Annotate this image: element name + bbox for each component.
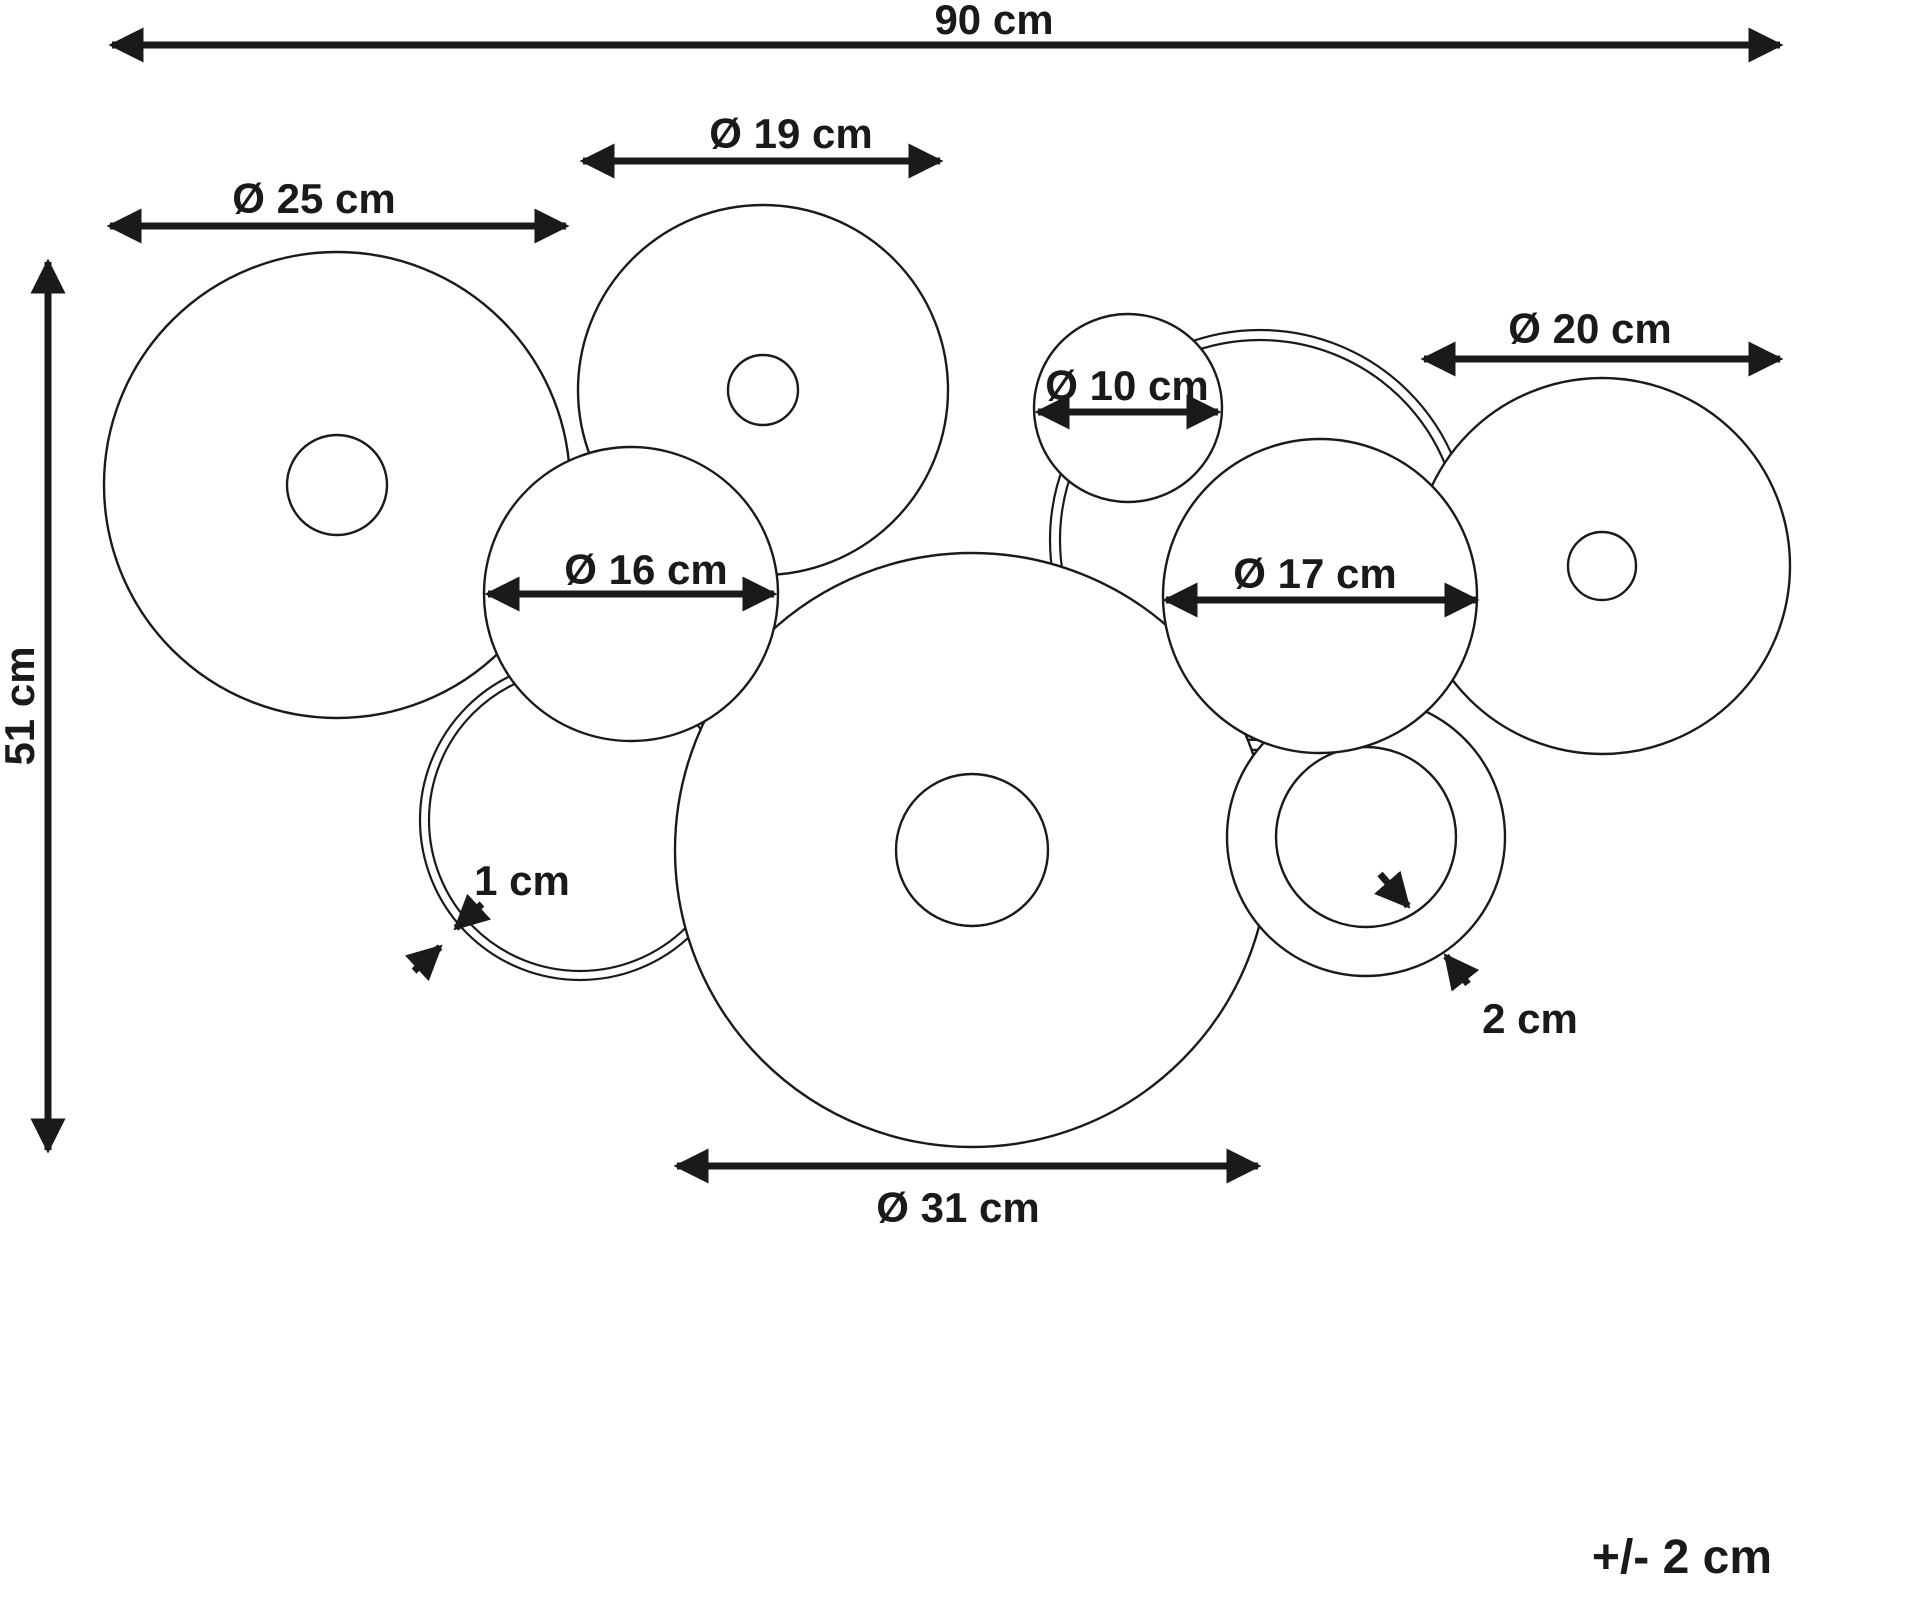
- d20-label: Ø 20 cm: [1508, 305, 1671, 352]
- tolerance-label: +/- 2 cm: [1592, 1531, 1772, 1584]
- disc-25-center-hole: [285, 433, 389, 537]
- ring-gap-1-arrow-upper: [453, 893, 492, 931]
- overall-height-label: 51 cm: [0, 646, 43, 765]
- disc-31: [673, 551, 1271, 1149]
- dimension-labels: 90 cm 51 cm Ø 25 cm Ø 19 cm Ø 16 cm Ø 10…: [0, 0, 1772, 1584]
- disc-31-center-hole: [894, 772, 1050, 928]
- overall-width-label: 90 cm: [934, 0, 1053, 43]
- d10-label: Ø 10 cm: [1045, 362, 1208, 409]
- d25-label: Ø 25 cm: [232, 175, 395, 222]
- d17-label: Ø 17 cm: [1233, 550, 1396, 597]
- d31-label: Ø 31 cm: [876, 1184, 1039, 1231]
- disc-25: [102, 250, 572, 720]
- ring-gap-2-arrow-upper: [1374, 870, 1411, 909]
- dimension-lines: [30, 27, 1784, 1184]
- disc-20: [1412, 376, 1792, 756]
- d16-label: Ø 16 cm: [564, 546, 727, 593]
- ring-gap-1-arrow-lower: [404, 944, 443, 982]
- ring-gap-2-arrow-lower: [1443, 953, 1480, 992]
- ring-gap-2-label: 2 cm: [1482, 995, 1578, 1042]
- ring-2cm-inner: [1274, 745, 1458, 929]
- disc-20-center-hole: [1566, 530, 1638, 602]
- ring-gap-1-label: 1 cm: [474, 857, 570, 904]
- d19-label: Ø 19 cm: [709, 110, 872, 157]
- disc-19-center-hole: [726, 353, 800, 427]
